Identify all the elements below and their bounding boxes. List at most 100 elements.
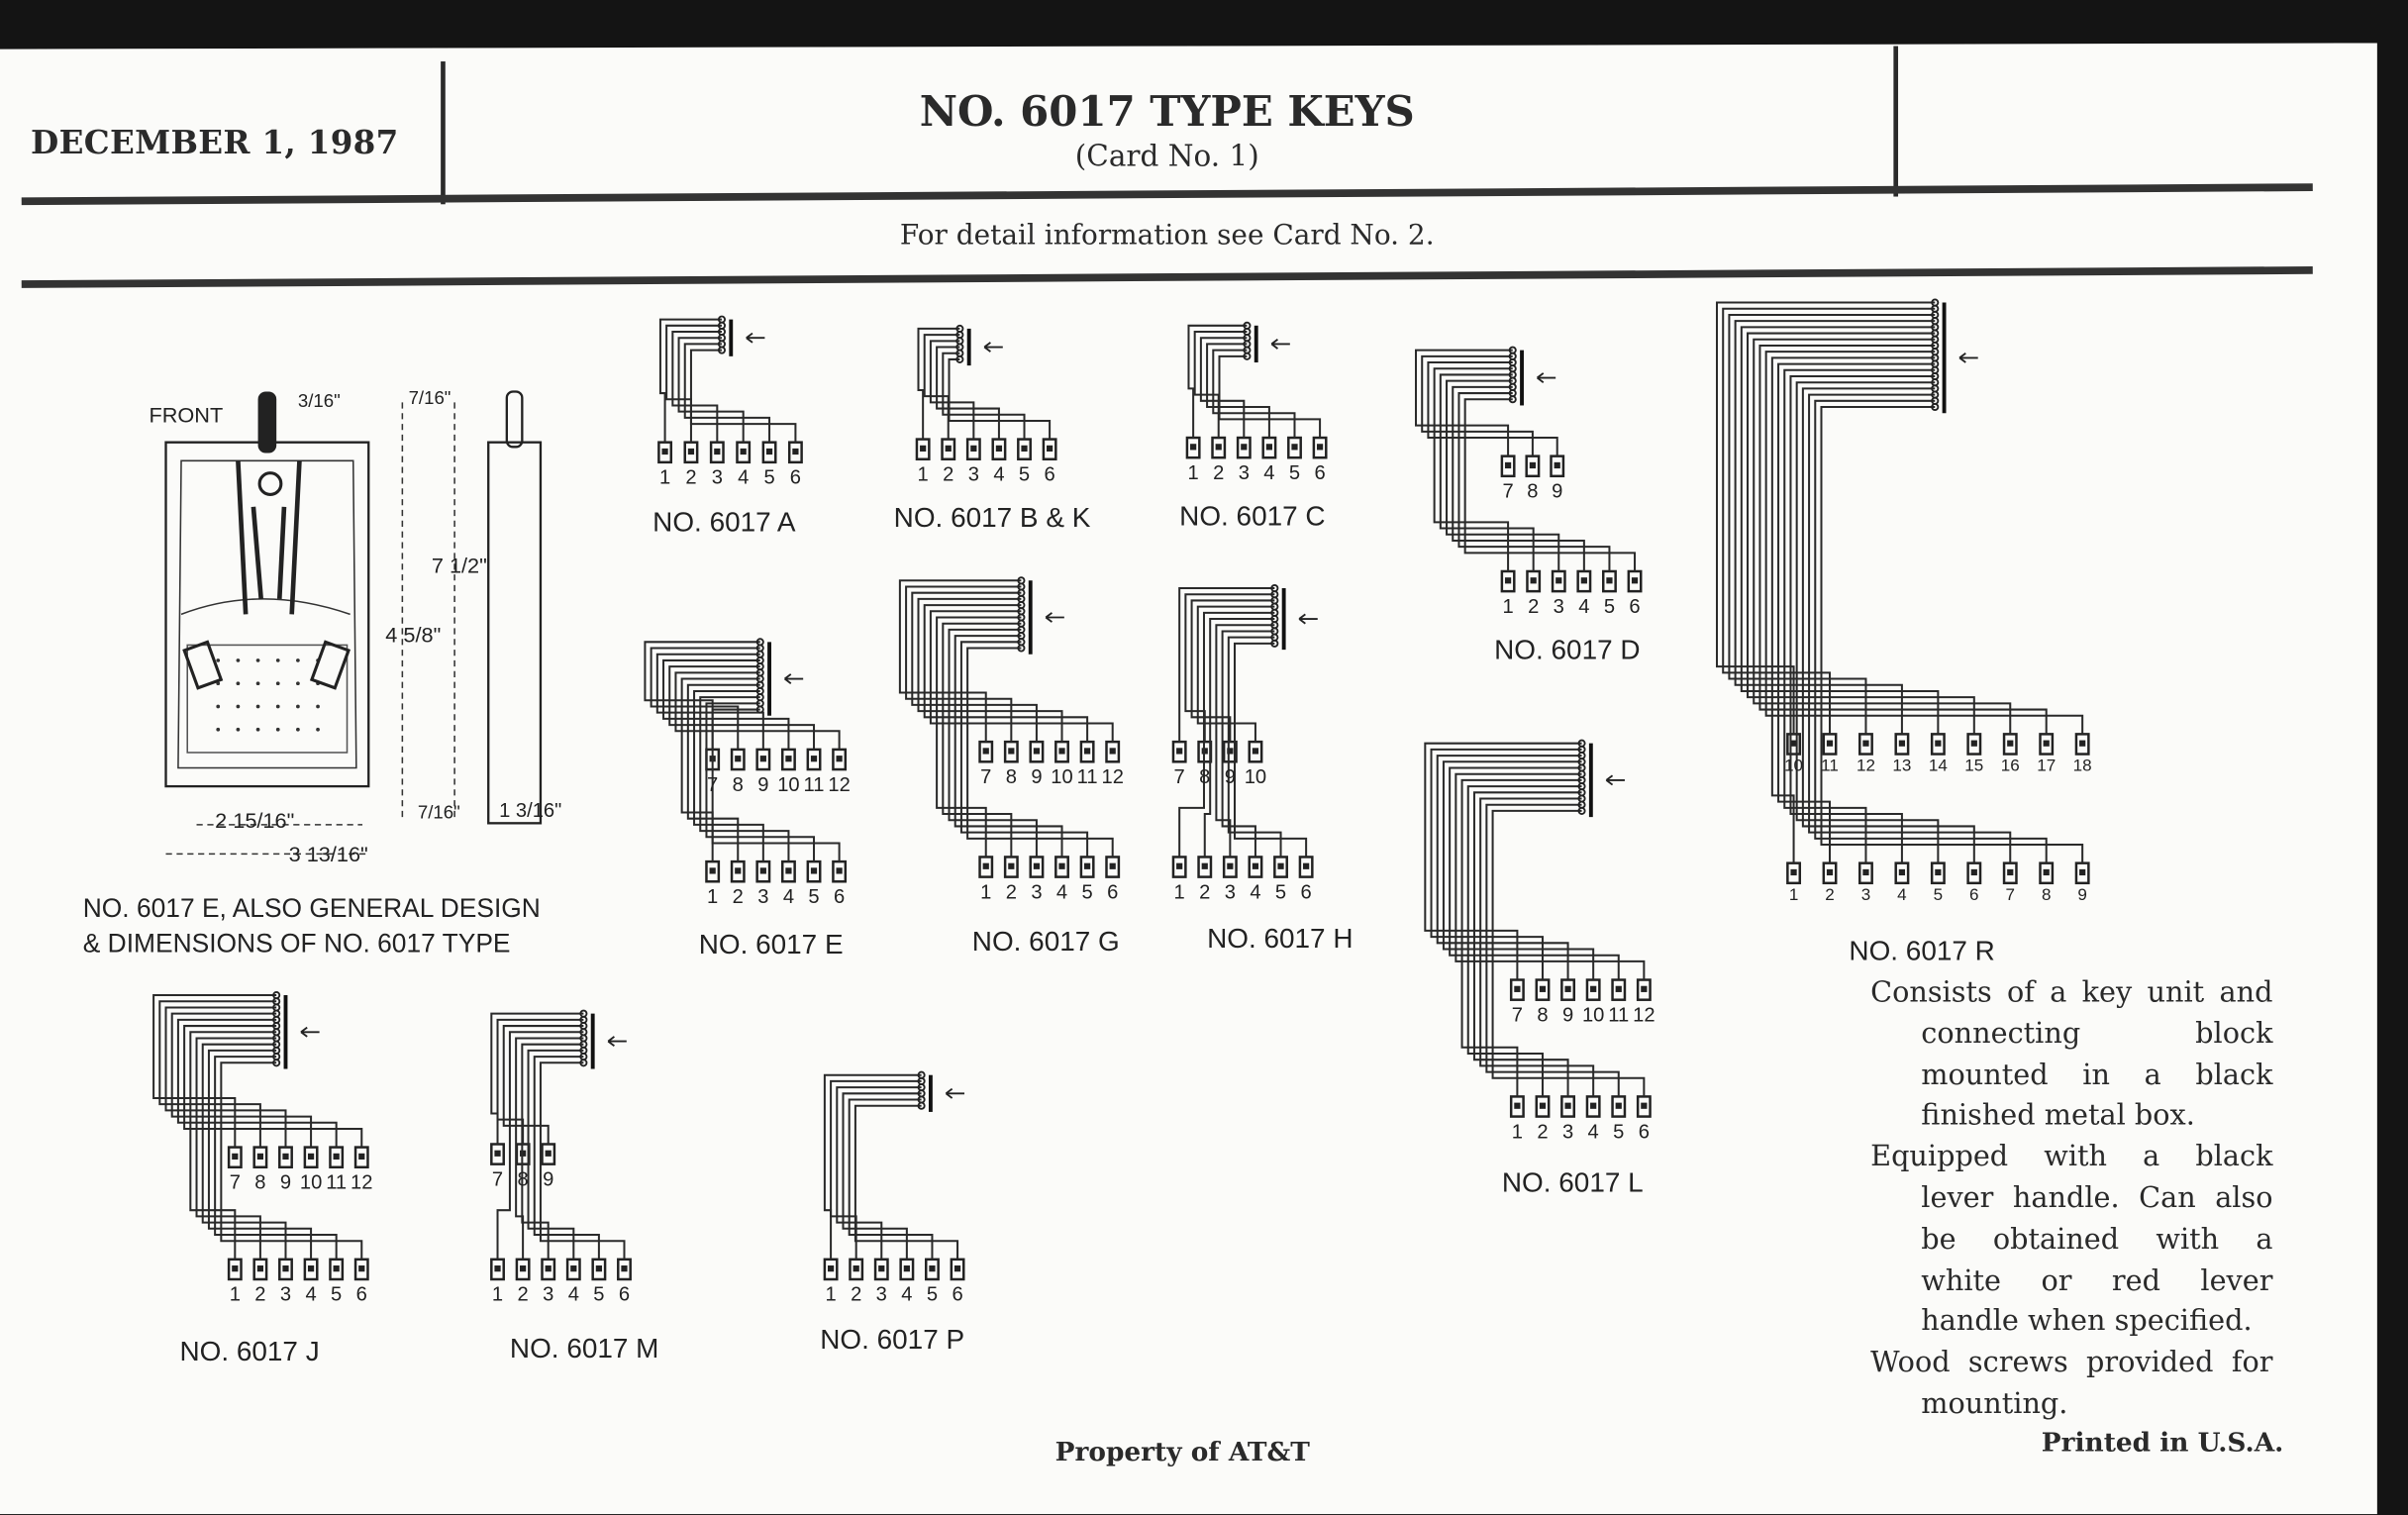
terminal-number: 3 (757, 884, 769, 908)
terminal-lug (780, 748, 796, 771)
terminal-screw (785, 756, 792, 762)
terminal-number: 5 (1603, 594, 1616, 618)
terminal-screw (1109, 748, 1116, 755)
terminal-screw (995, 445, 1003, 452)
terminal-screw (759, 867, 766, 874)
wire (189, 1031, 277, 1260)
terminal-number: 3 (1238, 460, 1250, 484)
wire (1716, 301, 1936, 735)
wire (1221, 630, 1275, 858)
terminal-screw (1058, 748, 1065, 755)
wire (917, 327, 960, 440)
terminal-number: 8 (732, 772, 744, 796)
terminal-screw (810, 867, 818, 874)
spring-contact (1508, 395, 1517, 404)
terminal-lug (978, 740, 994, 763)
wire (496, 1031, 584, 1260)
spring-contact (717, 346, 727, 354)
terminal-number: 9 (1561, 1002, 1574, 1027)
terminal-screw (232, 1153, 239, 1161)
terminal-screw (1590, 1102, 1597, 1109)
terminal-lug (730, 748, 746, 771)
wire (502, 1025, 584, 1145)
terminal-screw (827, 1265, 835, 1272)
terminal-number: 4 (1263, 460, 1275, 484)
terminal-number: 8 (2041, 885, 2052, 905)
terminal-screw (2043, 740, 2050, 747)
terminal-screw (358, 1153, 365, 1161)
terminal-screw (920, 445, 927, 452)
terminal-number: 7 (980, 764, 992, 788)
wire (1740, 326, 1940, 735)
terminal-screw (333, 1153, 340, 1161)
wire (158, 1000, 277, 1148)
dim-width: 3 13/16" (288, 841, 368, 866)
wire (539, 1061, 626, 1260)
terminal-number: 3 (1553, 594, 1564, 618)
terminal-number: 4 (1250, 879, 1261, 903)
dimension-lines (165, 402, 455, 856)
terminal-number: 2 (732, 884, 744, 908)
terminal-screw (759, 756, 766, 762)
wire (1801, 387, 1975, 863)
operate-arrow (1605, 774, 1625, 786)
terminal-screw (1554, 461, 1560, 469)
terminal-screw (1539, 1102, 1547, 1109)
terminal-screw (1615, 985, 1622, 992)
terminal-screw (735, 756, 742, 762)
terminal-screw (1529, 461, 1536, 469)
terminal-number: 9 (279, 1169, 292, 1194)
pivot (257, 471, 283, 496)
terminal-number: 1 (658, 464, 671, 489)
header-divider-left (441, 61, 446, 205)
terminal-point (255, 681, 260, 686)
terminal-number: 3 (711, 464, 723, 489)
terminal-screw (256, 1153, 263, 1161)
terminal-number: 4 (1055, 879, 1068, 903)
terminal-number: 4 (993, 461, 1005, 486)
terminal-number: 12 (1101, 764, 1124, 788)
wire (1722, 307, 1936, 735)
wire (1227, 636, 1282, 858)
terminal-number: 2 (851, 1282, 862, 1306)
terminal-number: 6 (789, 464, 802, 489)
wire (644, 641, 760, 750)
terminal-number: 1 (825, 1282, 837, 1306)
terminal-lug (1105, 740, 1121, 763)
terminal-number: 1 (229, 1282, 241, 1306)
terminal-number: 6 (1314, 460, 1326, 484)
terminal-screw (1935, 740, 1942, 747)
wire (1814, 399, 2048, 863)
description-paragraph: Consists of a key unit and connecting bl… (1870, 976, 2273, 1133)
wire (905, 585, 1022, 743)
terminal-number: 3 (967, 461, 979, 486)
terminal-number: 2 (685, 464, 697, 489)
spring-contact (1017, 644, 1026, 653)
wire (152, 994, 277, 1148)
terminal-lug (755, 748, 771, 771)
terminal-number: 9 (1552, 478, 1563, 503)
terminal-screw (1790, 740, 1797, 747)
terminal-number: 5 (1933, 885, 1944, 905)
wire (1212, 349, 1296, 439)
spring-contact (1017, 619, 1026, 628)
wire (1466, 785, 1582, 1097)
wire (220, 1061, 363, 1260)
wire (699, 696, 790, 862)
wire (848, 1098, 934, 1260)
terminal-screw (520, 1265, 527, 1272)
terminal-number: 12 (351, 1169, 373, 1194)
terminal-screw (1514, 985, 1521, 992)
dim-top-margin: 7/16" (408, 386, 452, 409)
terminal-number: 1 (1788, 885, 1799, 905)
terminal-number: 4 (1897, 885, 1907, 905)
terminal-number: 12 (1633, 1002, 1656, 1027)
wire (942, 622, 1022, 858)
terminal-screw (282, 1265, 289, 1272)
terminal-number: 7 (229, 1169, 241, 1194)
terminal-point (236, 727, 241, 732)
card-number: (Card No. 1) (1074, 140, 1259, 174)
terminal-screw (1641, 985, 1648, 992)
wire (1783, 368, 1936, 863)
wire (515, 1037, 584, 1260)
